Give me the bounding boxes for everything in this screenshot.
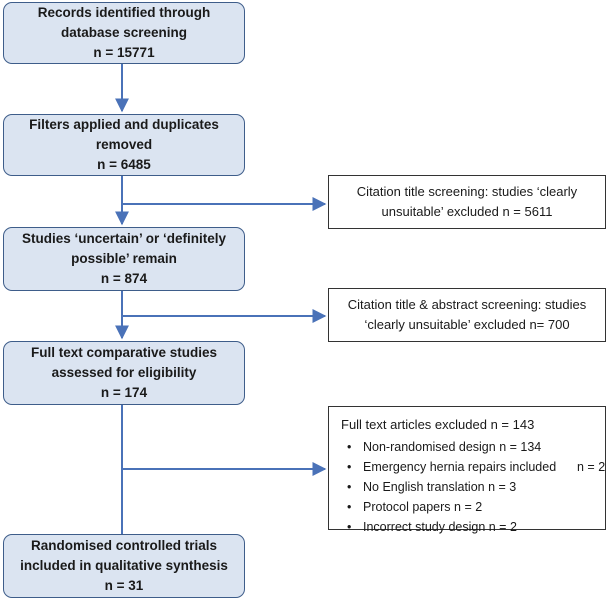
box-rct-included: Randomised controlled trials included in… xyxy=(3,534,245,598)
box-studies-remaining: Studies ‘uncertain’ or ‘definitely possi… xyxy=(3,227,245,291)
box-line: possible’ remain xyxy=(71,251,177,266)
box-line: Records identified through xyxy=(37,5,211,20)
exclusion-reason: Incorrect study design n = 2 xyxy=(341,517,605,537)
box-count: n = 31 xyxy=(104,578,144,593)
box-count: n = 15771 xyxy=(93,45,155,60)
box-title-screening-exclusion: Citation title screening: studies ‘clear… xyxy=(328,175,606,229)
box-abstract-screening-exclusion: Citation title & abstract screening: stu… xyxy=(328,288,606,342)
fulltext-exclusion-title: Full text articles excluded n = 143 xyxy=(341,417,535,432)
box-line: Filters applied and duplicates xyxy=(29,117,219,132)
box-line: database screening xyxy=(60,25,188,40)
box-line: Studies ‘uncertain’ or ‘definitely xyxy=(21,231,227,246)
exclusion-line: unsuitable’ excluded n = 5611 xyxy=(381,204,553,219)
box-fulltext-assessed: Full text comparative studies assessed f… xyxy=(3,341,245,405)
box-line: removed xyxy=(95,137,153,152)
exclusion-reasons-list: Non-randomised design n = 134 Emergency … xyxy=(341,437,605,537)
box-records-identified: Records identified through database scre… xyxy=(3,2,245,64)
exclusion-line: Citation title & abstract screening: stu… xyxy=(347,297,587,312)
box-count: n = 6485 xyxy=(97,157,151,172)
exclusion-reason: No English translation n = 3 xyxy=(341,477,605,497)
box-line: Full text comparative studies xyxy=(30,345,218,360)
box-line: Randomised controlled trials xyxy=(30,538,218,553)
exclusion-reason: Non-randomised design n = 134 xyxy=(341,437,605,457)
box-fulltext-exclusion: Full text articles excluded n = 143 Non-… xyxy=(328,406,606,537)
exclusion-line: ‘clearly unsuitable’ excluded n= 700 xyxy=(364,317,570,332)
box-line: included in qualitative synthesis xyxy=(20,558,228,573)
exclusion-reason: Emergency hernia repairs included n = 2 xyxy=(341,457,605,477)
exclusion-line: Citation title screening: studies ‘clear… xyxy=(356,184,578,199)
box-line: assessed for eligibility xyxy=(51,365,197,380)
exclusion-reason: Protocol papers n = 2 xyxy=(341,497,605,517)
box-filters-applied: Filters applied and duplicates removed n… xyxy=(3,114,245,176)
box-count: n = 874 xyxy=(100,271,148,286)
box-count: n = 174 xyxy=(100,385,148,400)
